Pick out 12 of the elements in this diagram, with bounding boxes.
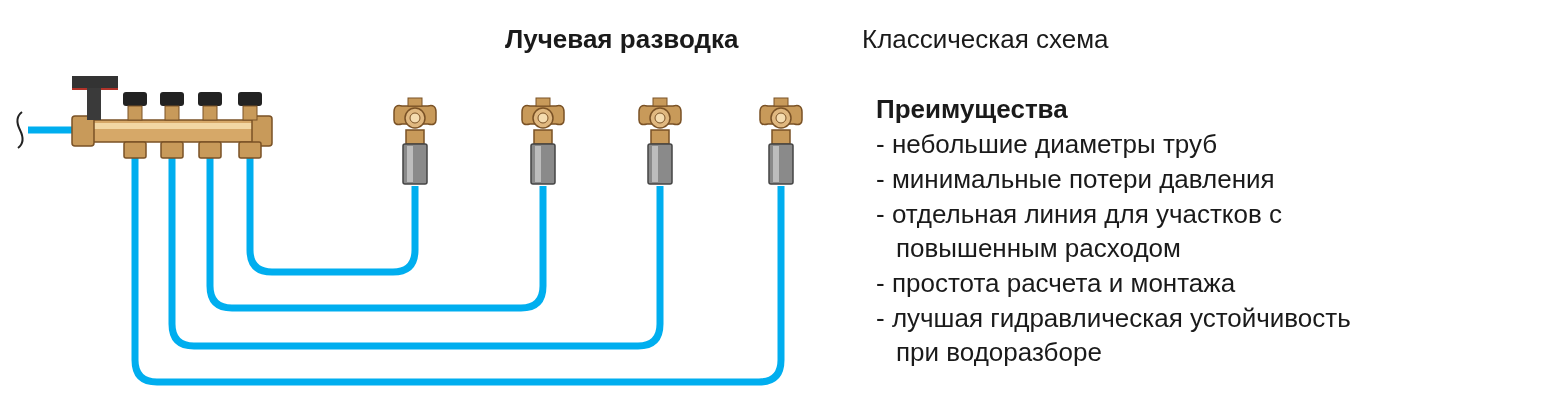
pipe: [168, 158, 664, 350]
heading: Преимущества: [876, 93, 1068, 126]
list-item: - лучшая гидравлическая устойчивость при водоразборе: [876, 302, 1352, 369]
pipe: [131, 158, 785, 386]
pipe: [206, 158, 547, 312]
title: Лучевая разводка: [505, 23, 739, 56]
list-item: - небольшие диаметры труб: [876, 128, 1219, 161]
list-item: - простота расчета и монтажа: [876, 267, 1237, 300]
subtitle: Классическая схема: [862, 23, 1109, 56]
list-item: - минимальные потери давления: [876, 163, 1276, 196]
list-item: - отдельная линия для участков с повышенным расходом: [876, 198, 1284, 265]
pipe: [246, 158, 419, 276]
